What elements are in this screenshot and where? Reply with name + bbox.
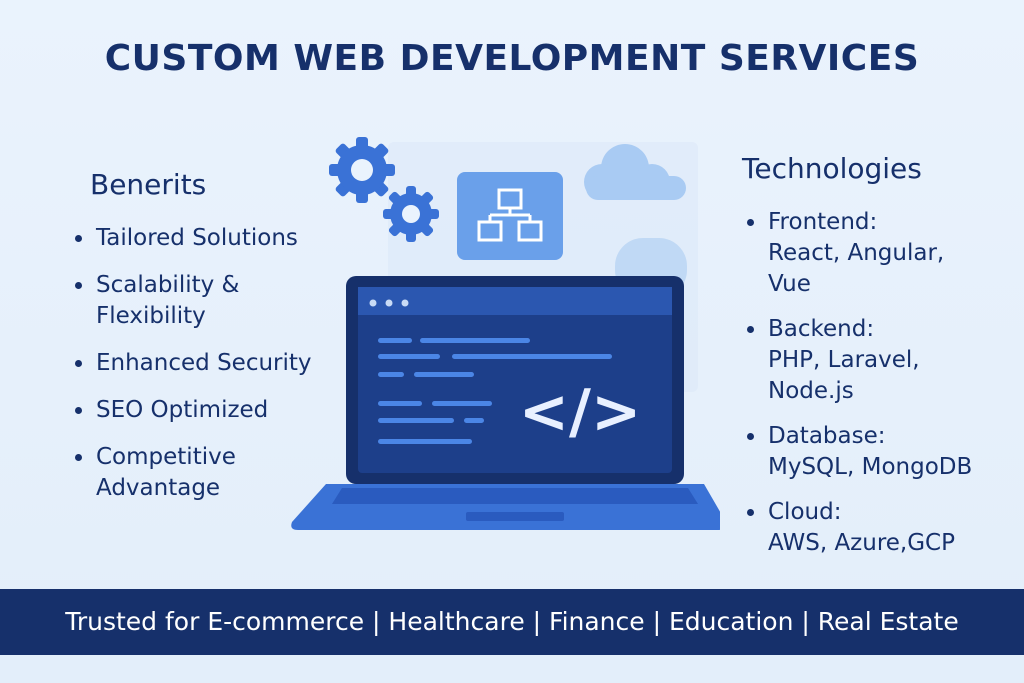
cloud-icon <box>584 144 686 200</box>
industries-banner: Trusted for E-commerce | Healthcare | Fi… <box>0 589 1024 655</box>
web-development-illustration: </> <box>291 137 720 530</box>
gear-icon <box>329 137 395 203</box>
technologies-list: Frontend: React, Angular, Vue Backend: P… <box>742 207 1002 559</box>
benefit-item: Tailored Solutions <box>70 223 340 254</box>
technology-value: AWS, Azure,GCP <box>768 530 955 556</box>
technology-value: React, Angular, Vue <box>768 240 945 297</box>
technology-value: PHP, Laravel, Node.js <box>768 347 920 404</box>
technology-item: Cloud: AWS, Azure,GCP <box>742 497 1002 559</box>
benefits-list: Tailored Solutions Scalability & Flexibi… <box>70 223 340 504</box>
technologies-heading: Technologies <box>742 152 922 185</box>
technology-label: Database: <box>768 423 886 449</box>
benefit-item: Enhanced Security <box>70 348 340 379</box>
technology-label: Backend: <box>768 316 875 342</box>
technology-item: Database: MySQL, MongoDB <box>742 421 1002 483</box>
technology-item: Backend: PHP, Laravel, Node.js <box>742 314 1002 407</box>
technology-label: Frontend: <box>768 209 878 235</box>
page-title: CUSTOM WEB DEVELOPMENT SERVICES <box>104 38 920 79</box>
benefit-item: SEO Optimized <box>70 395 340 426</box>
technology-label: Cloud: <box>768 499 842 525</box>
benefits-panel: Benerits Tailored Solutions Scalability … <box>70 168 340 520</box>
benefit-item: Competitive Advantage <box>70 442 266 504</box>
benefit-item: Scalability & Flexibility <box>70 270 266 332</box>
sitemap-icon <box>457 172 563 260</box>
gear-icon <box>383 186 439 242</box>
technologies-panel: Technologies Frontend: React, Angular, V… <box>742 152 1002 573</box>
laptop-icon: </> <box>291 276 720 530</box>
benefits-heading: Benerits <box>90 168 207 201</box>
technology-value: MySQL, MongoDB <box>768 454 973 480</box>
technology-item: Frontend: React, Angular, Vue <box>742 207 1002 300</box>
code-symbol: </> <box>519 377 641 447</box>
